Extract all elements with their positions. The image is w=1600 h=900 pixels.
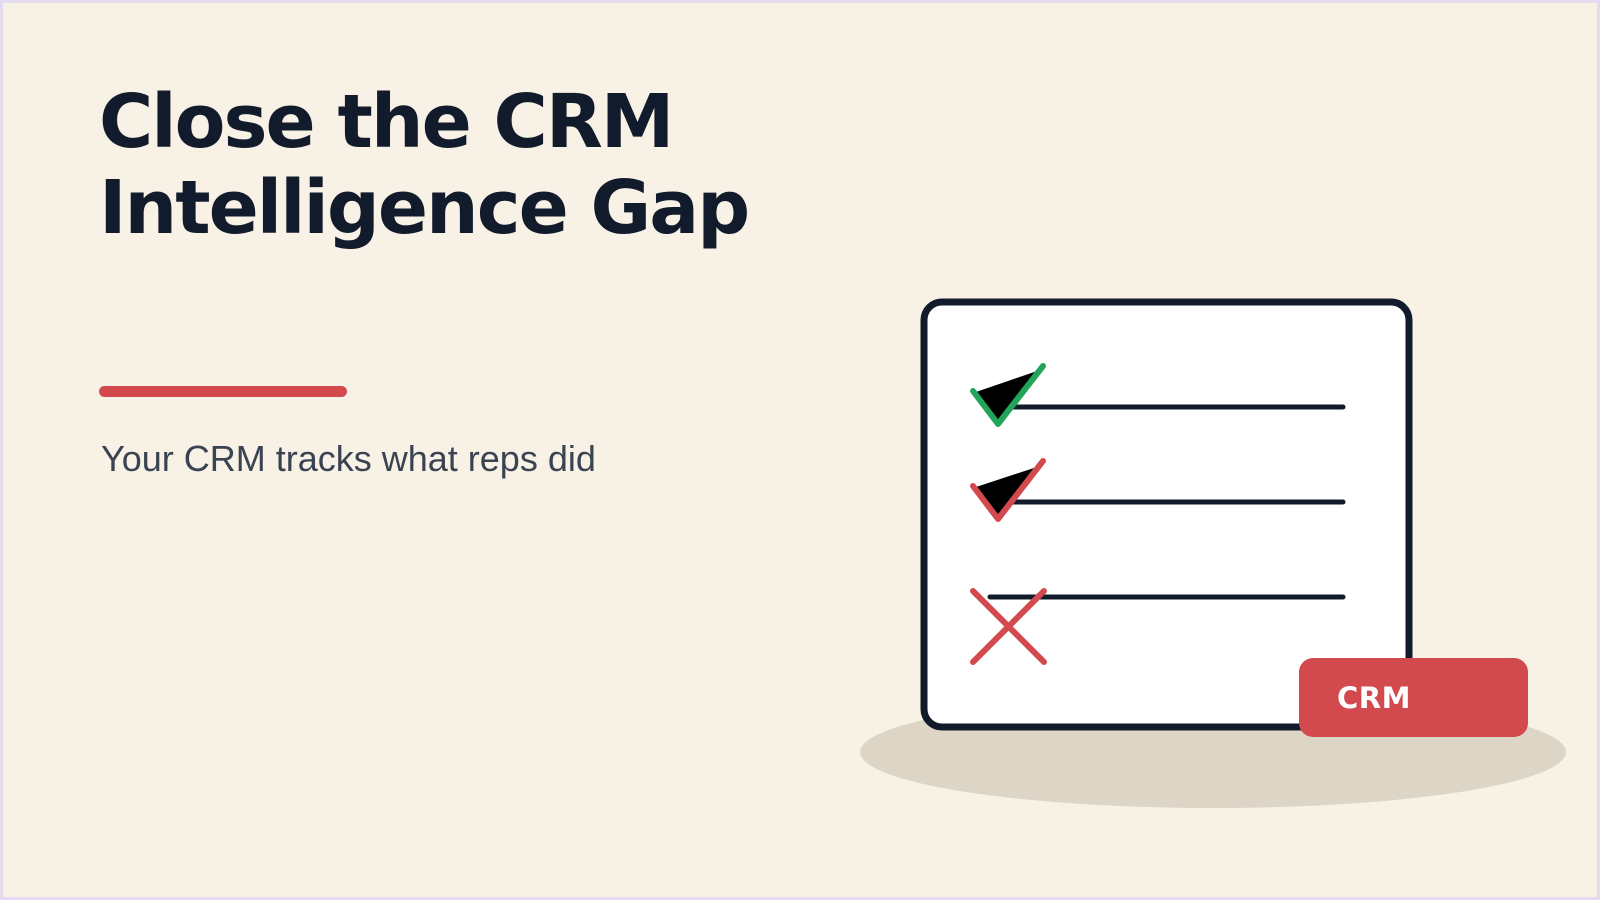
title-line-2: Intelligence Gap	[99, 165, 750, 251]
red-check-icon	[970, 458, 1046, 522]
red-x-icon	[970, 588, 1047, 665]
title-line-1: Close the CRM	[99, 79, 674, 165]
accent-divider	[99, 386, 347, 397]
slide-subtitle: Your CRM tracks what reps did	[101, 438, 596, 479]
crm-badge-label: CRM	[1337, 680, 1411, 715]
green-check-icon	[970, 363, 1046, 427]
slide-title: Close the CRM Intelligence Gap	[99, 79, 750, 251]
crm-badge: CRM	[1299, 658, 1528, 737]
slide: Close the CRM Intelligence Gap Your CRM …	[3, 3, 1597, 897]
crm-checklist-illustration	[860, 298, 1566, 808]
